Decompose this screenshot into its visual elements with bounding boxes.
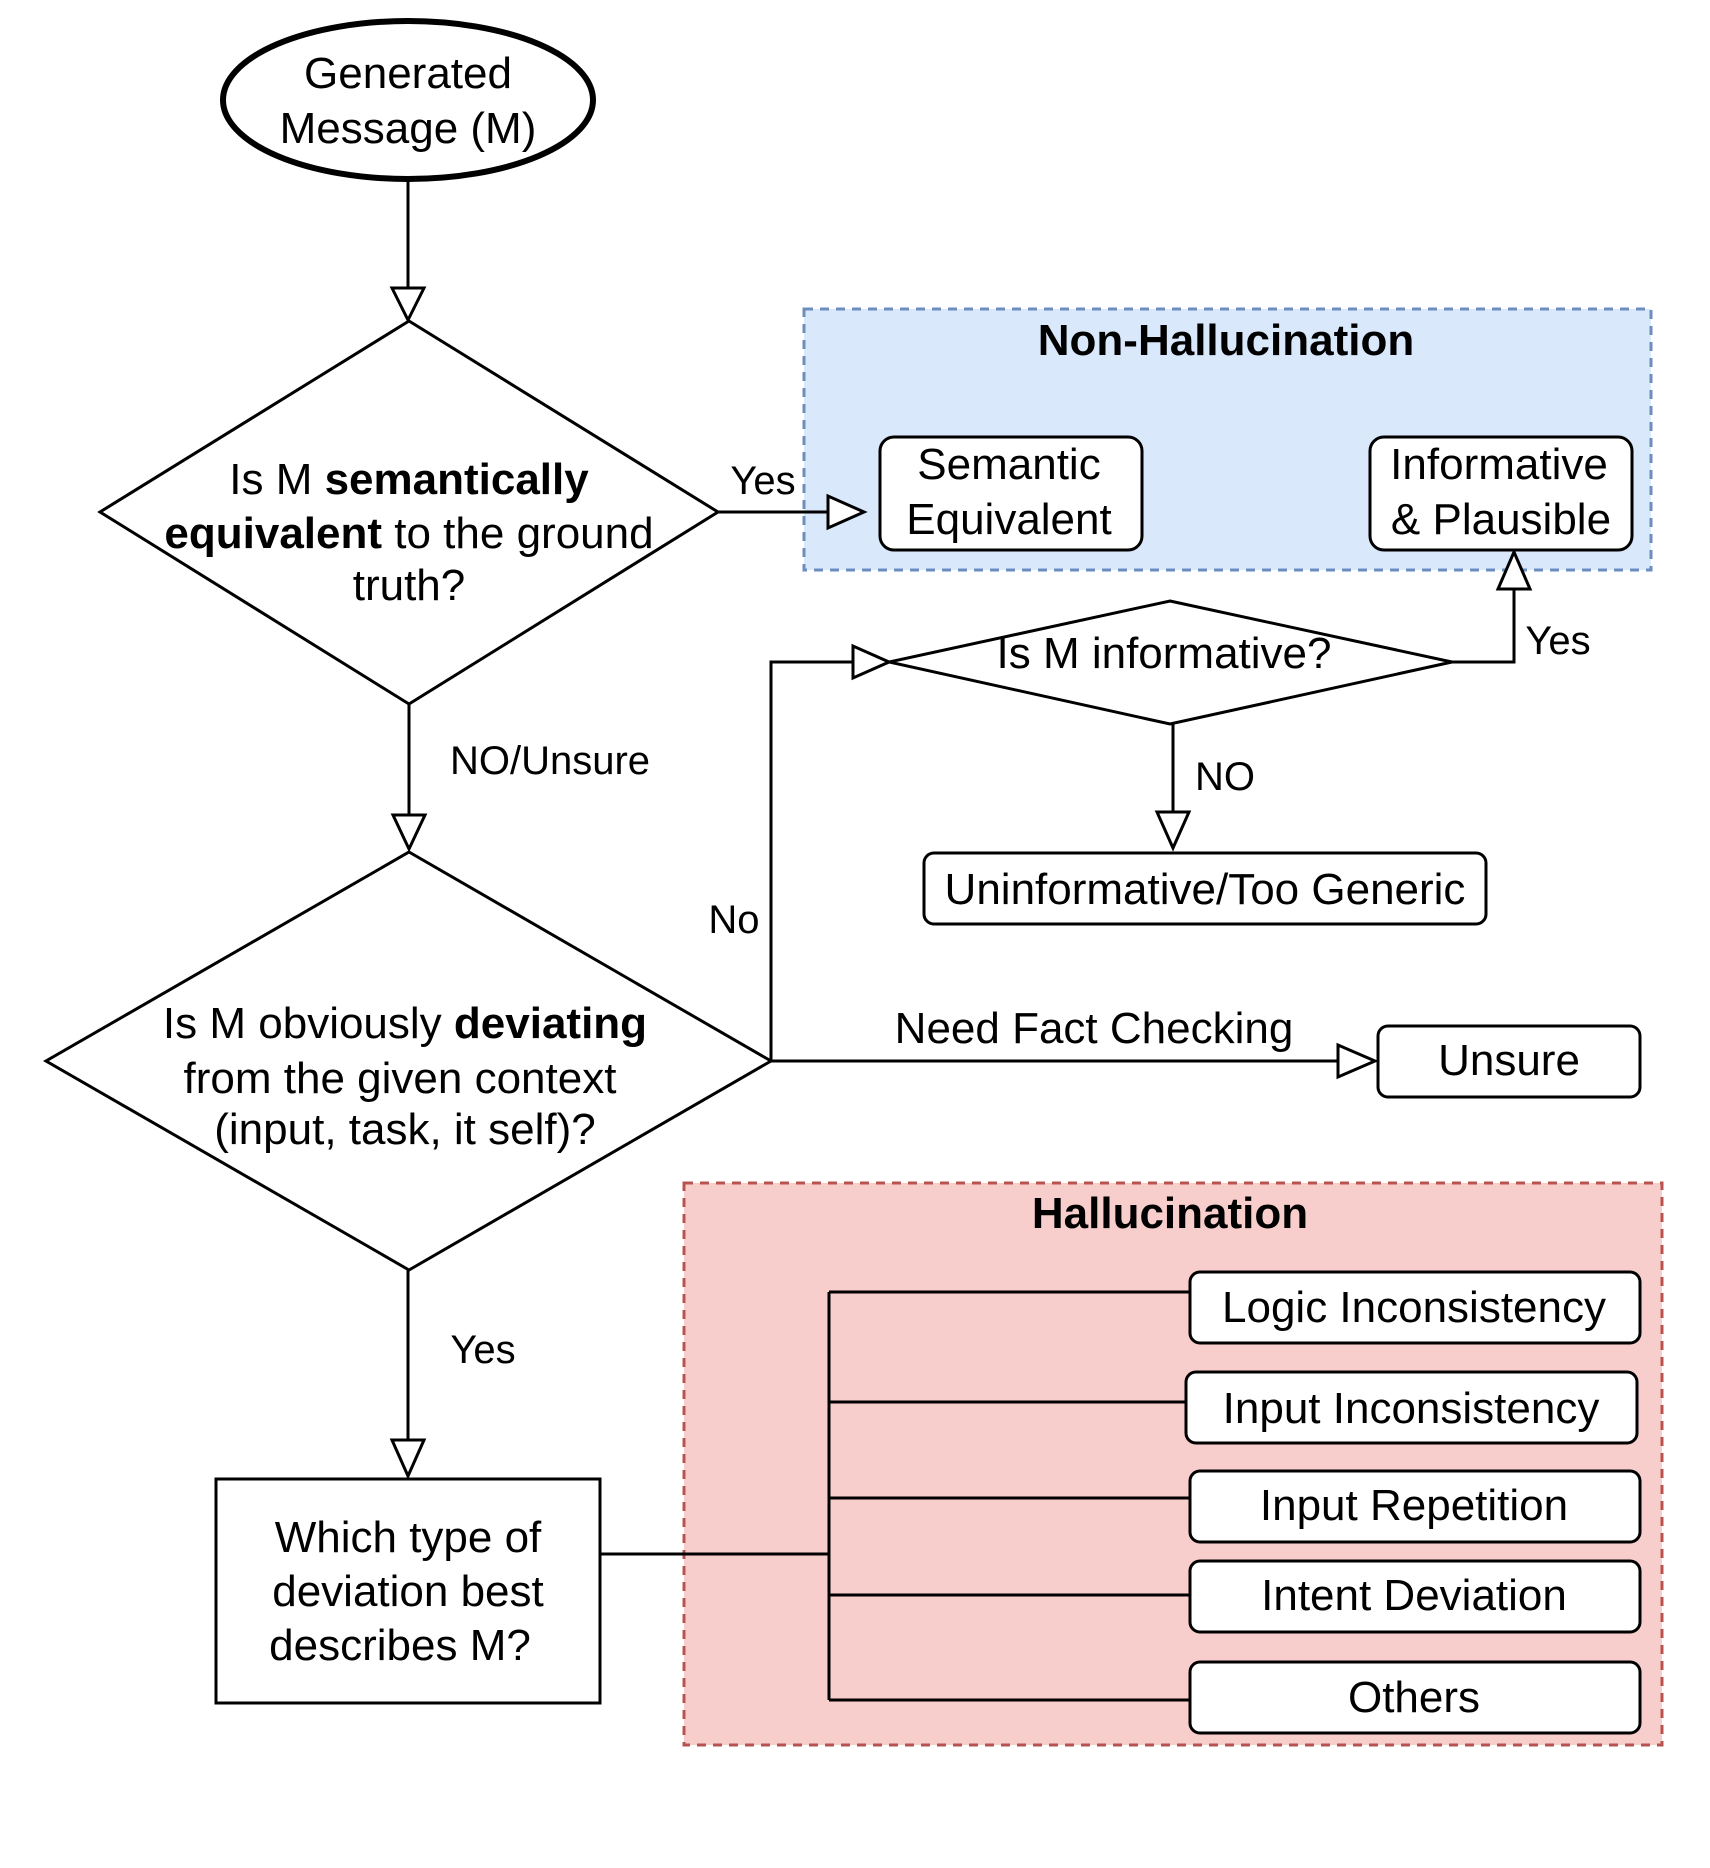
arrowhead-q1	[389, 286, 427, 324]
informative-plausible-line-2: & Plausible	[1391, 495, 1611, 544]
q1-line-1: Is M semantically	[229, 455, 589, 504]
q4-line-1: Which type of	[275, 1513, 542, 1562]
start-node	[220, 18, 596, 182]
q1-line-2: equivalent to the ground	[164, 509, 653, 558]
q1-line-3: truth?	[353, 561, 466, 610]
q1-line-1-normal: Is M	[229, 455, 324, 504]
arrowhead-unsure	[1336, 1042, 1379, 1080]
q3-label: Is M informative?	[997, 629, 1332, 678]
q4-line-2: deviation best	[272, 1567, 544, 1616]
hallucination-type-box-2	[1184, 1370, 1639, 1445]
edge-label-q3-no: NO	[1195, 755, 1255, 799]
hallucination-type-box-4	[1188, 1559, 1642, 1634]
semantic-equivalent-node	[878, 435, 1144, 552]
hallucination-type-box-3	[1188, 1469, 1642, 1544]
hallucination-type-label-4: Intent Deviation	[1261, 1571, 1567, 1620]
informative-plausible-line-1: Informative	[1390, 440, 1608, 489]
q2-line-2: from the given context	[184, 1054, 617, 1103]
arrowhead-uninformative	[1154, 810, 1192, 852]
q2-line-1-bold: deviating	[454, 999, 647, 1048]
hallucination-type-box-5	[1188, 1660, 1642, 1735]
q2-line-3: (input, task, it self)?	[214, 1105, 595, 1154]
edge-label-q3-yes: Yes	[1525, 619, 1590, 663]
arrowhead-q3	[851, 643, 893, 681]
hallucination-type-label-1: Logic Inconsistency	[1222, 1283, 1606, 1332]
semantic-equivalent-line-1: Semantic	[917, 440, 1100, 489]
unsure-node	[1376, 1024, 1642, 1099]
edge-label-q1-yes: Yes	[730, 459, 795, 503]
edge-label-q2-fact: Need Fact Checking	[895, 1004, 1294, 1053]
hallucination-type-box-1	[1188, 1270, 1642, 1345]
q2-line-1: Is M obviously deviating	[163, 999, 647, 1048]
edge-q2-no	[769, 660, 855, 1061]
arrowhead-informative	[1495, 548, 1533, 591]
edge-label-q2-no: No	[708, 898, 759, 942]
hallucination-type-label-2: Input Inconsistency	[1223, 1384, 1600, 1433]
start-node-label-1: Generated	[304, 49, 512, 98]
q4-line-3: describes M?	[269, 1621, 531, 1670]
edge-label-q1-no: NO/Unsure	[450, 739, 650, 783]
non-hallucination-title: Non-Hallucination	[1038, 316, 1414, 365]
hallucination-type-label-3: Input Repetition	[1260, 1481, 1568, 1530]
decision-deviation	[42, 850, 775, 1272]
start-node-label-2: Message (M)	[280, 104, 537, 153]
uninformative-node	[922, 851, 1488, 926]
q2-line-1-normal: Is M obviously	[163, 999, 454, 1048]
decision-semantic-equivalence	[97, 319, 721, 706]
decision-informative	[888, 599, 1453, 726]
hallucination-type-label-5: Others	[1348, 1673, 1480, 1722]
q1-line-2-bold: equivalent	[164, 509, 382, 558]
edge-q3-yes	[1452, 587, 1516, 664]
semantic-equivalent-line-2: Equivalent	[906, 495, 1111, 544]
deviation-type-question	[214, 1477, 602, 1705]
informative-plausible-node	[1368, 435, 1634, 552]
hallucination-title: Hallucination	[1032, 1189, 1308, 1238]
arrowhead-q2	[390, 813, 428, 853]
uninformative-label: Uninformative/Too Generic	[945, 865, 1466, 914]
edge-label-q2-yes: Yes	[450, 1328, 515, 1372]
q1-line-2-normal: to the ground	[382, 509, 654, 558]
q1-line-1-bold: semantically	[325, 455, 590, 504]
arrowhead-q4	[389, 1438, 427, 1480]
unsure-label: Unsure	[1438, 1036, 1580, 1085]
arrowhead-semantic	[826, 493, 868, 531]
